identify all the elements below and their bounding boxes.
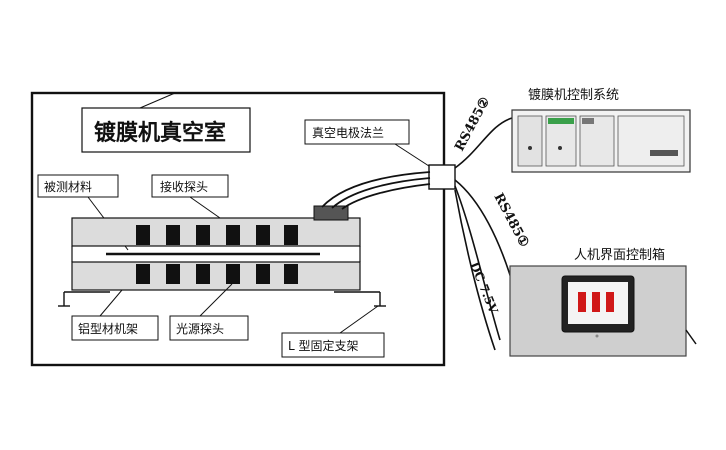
upper-rail: [71, 217, 361, 247]
receiver-label: 接收探头: [160, 179, 208, 194]
receiver-probe: [256, 225, 270, 245]
frame-label-box: [71, 315, 159, 341]
l-bracket-left: [58, 291, 110, 307]
light-probes: [136, 264, 298, 284]
bracket-label-box: [281, 332, 385, 358]
cable-inner-1: [321, 171, 431, 208]
frame-label: 铝型材机架: [78, 321, 138, 336]
light-probe-label-box: [169, 315, 249, 341]
chamber-title: 镀膜机真空室: [94, 120, 226, 146]
l-bracket-right: [334, 291, 386, 307]
bracket-label: L 型固定支架: [288, 338, 359, 353]
receiver-probe: [284, 225, 298, 245]
chamber-title-leader: [139, 92, 176, 109]
sample-label-box: [37, 174, 119, 198]
receiver-probe: [196, 225, 210, 245]
light-probe-label: 光源探头: [176, 322, 224, 336]
light-probe: [256, 264, 270, 284]
rs485-2-label: RS485②: [452, 95, 493, 154]
receiver-probe: [166, 225, 180, 245]
receiver-probe: [136, 225, 150, 245]
flange-label: 真空电极法兰: [312, 126, 384, 140]
cable-connector: [313, 205, 349, 221]
receiver-probe: [226, 225, 240, 245]
hmi-control-box: [509, 265, 697, 357]
hmi-box-label: 人机界面控制箱: [574, 247, 665, 263]
light-probe: [226, 264, 240, 284]
light-probe: [166, 264, 180, 284]
control-system-label: 镀膜机控制系统: [528, 87, 619, 103]
receiver-probes: [136, 225, 298, 245]
cable-inner-2: [331, 177, 431, 209]
cable-inner-3: [341, 183, 431, 210]
frame-leader: [99, 289, 123, 317]
lower-rail: [71, 261, 361, 291]
dc-cable-b: [454, 189, 496, 351]
vacuum-flange: [428, 164, 456, 190]
chamber-title-box: [81, 107, 251, 153]
dc-cable-a: [454, 185, 501, 341]
dc-power-label: DC 7.5V: [467, 260, 501, 316]
vacuum-chamber-box: [30, 91, 446, 367]
control-system-device: [511, 109, 691, 173]
flange-label-box: [304, 119, 410, 145]
flange-leader: [394, 143, 433, 169]
light-probe: [284, 264, 298, 284]
rs485-2-cable: [454, 117, 513, 169]
sample-label: 被测材料: [44, 180, 92, 194]
light-probe-leader: [199, 283, 233, 317]
light-probe: [136, 264, 150, 284]
rs485-1-cable: [454, 179, 515, 289]
light-probe: [196, 264, 210, 284]
bracket-leader: [339, 305, 379, 334]
